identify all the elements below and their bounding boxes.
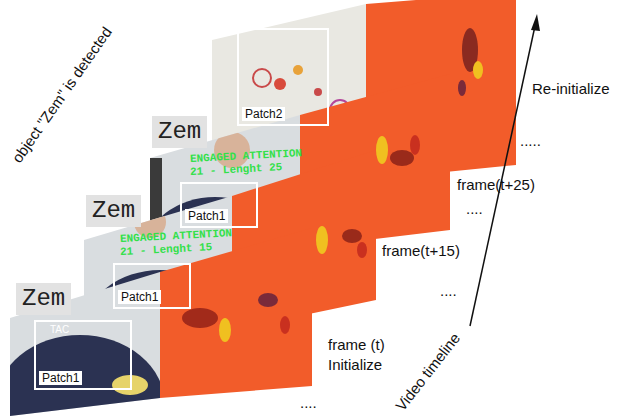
tracking-patch: Patch1	[180, 182, 258, 228]
patch-label: Patch1	[185, 209, 228, 223]
annotation: TAC	[50, 324, 69, 336]
annotation: frame(t+15)	[382, 242, 460, 260]
patch-label: Patch1	[118, 290, 161, 304]
object-name: Zem	[22, 285, 65, 312]
object-name: Zem	[92, 197, 135, 224]
object-tag: Zem	[152, 116, 207, 148]
object-name: Zem	[158, 118, 201, 145]
annotation: ....	[466, 200, 483, 218]
tracking-patch: Patch2	[237, 28, 329, 126]
annotation: frame(t+25)	[457, 176, 535, 194]
annotation: Re-initialize	[532, 80, 610, 98]
axis-caption: Video timeline	[392, 329, 464, 414]
annotation: .....	[520, 132, 541, 150]
patch-label: Patch2	[242, 107, 285, 121]
patch-label: Patch1	[39, 371, 82, 385]
object-tag: Zem	[16, 283, 71, 315]
tracking-patch: Patch1	[113, 263, 191, 309]
annotation: ....	[300, 394, 317, 412]
annotation: Initialize	[328, 356, 382, 374]
axis-caption: object "Zem" is detected	[8, 24, 115, 167]
annotation: ....	[440, 282, 457, 300]
tracking-patch: Patch1	[34, 320, 132, 390]
annotation: frame (t)	[328, 336, 385, 354]
object-tag: Zem	[86, 195, 141, 227]
